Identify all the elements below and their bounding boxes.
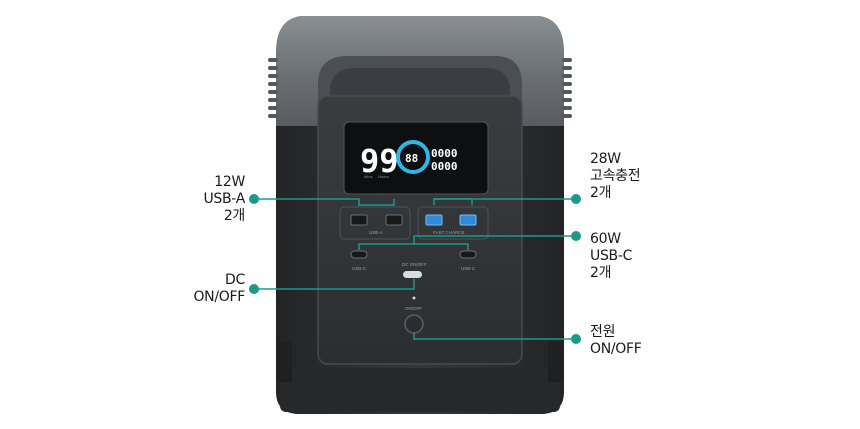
leader-usb-a [254,198,395,206]
power-indicator-dot [412,296,416,300]
callout-fast-charge-line-3: 2개 [590,185,612,201]
lcd-label-mins: Mins [364,174,372,179]
callout-dots [249,194,581,344]
fast-charge-port-right[interactable] [459,214,477,226]
callout-usb-a-line-3: 2개 [223,208,245,224]
callout-fast-charge-line-1: 28W [590,151,621,167]
callout-dc: DC ON/OFF [193,272,245,306]
fast-charge-port-label: FAST CHARGE [433,230,465,235]
callout-dc-line-2: ON/OFF [193,289,245,305]
side-vents [268,58,572,118]
battery-percent: 99 [360,142,399,180]
dc-control: DC ON/OFF [402,262,427,278]
dc-button[interactable] [403,271,422,278]
dc-port-label: DC ON/OFF [402,262,427,267]
usb-a-port-left[interactable] [350,214,368,226]
callout-power-line-1: 전원 [590,324,616,340]
callout-usb-a-line-2: USB-A [203,191,245,207]
callout-fast-charge: 28W 고속충전 2개 [590,151,641,202]
digit-row-2: 0000 [431,160,458,173]
digit-row-1: 0000 [431,147,458,160]
callout-usb-c-line-2: USB-C [590,248,633,264]
usb-c-port-right[interactable] [459,250,477,259]
callout-usb-c-line-3: 2개 [590,265,612,281]
usb-c-right-label: USB-C [461,266,476,271]
dot-fast-charge [571,194,581,204]
usb-a-port-right[interactable] [385,214,403,226]
ring-value: 88 [405,152,418,165]
device-body [268,16,572,414]
usb-c-port-left[interactable] [350,250,368,259]
lcd-display: 99 88 0000 0000 Mins Hours [343,121,489,195]
dot-power [571,334,581,344]
charge-ring [396,140,430,174]
callout-leaders [254,198,576,340]
lcd-label-hours: Hours [378,174,389,179]
leader-dc [254,279,415,290]
callout-usb-a: 12W USB-A 2개 [203,174,245,225]
callout-power: 전원 ON/OFF [590,324,642,358]
usb-c-left-label: USB-C [352,266,367,271]
callout-power-line-2: ON/OFF [590,341,642,357]
callout-usb-a-line-1: 12W [214,174,245,190]
leader-usb-c-out [413,235,576,244]
dot-usb-a [249,194,259,204]
usb-a-ports: USB-A [339,206,411,240]
dot-usb-c [571,231,581,241]
fast-charge-port-left[interactable] [425,214,443,226]
callout-dc-line-1: DC [225,272,245,288]
callout-usb-c-line-1: 60W [590,231,621,247]
power-port-label: ON/OFF [405,306,422,311]
power-button[interactable] [404,314,424,334]
callout-fast-charge-line-2: 고속충전 [590,168,641,184]
callout-usb-c: 60W USB-C 2개 [590,231,632,282]
fast-charge-ports: FAST CHARGE [417,206,489,240]
leader-power [413,333,576,340]
dot-dc [249,284,259,294]
usb-a-port-label: USB-A [369,230,383,235]
power-control: ON/OFF [404,296,424,334]
usb-c-ports: USB-C USB-C [350,250,477,271]
